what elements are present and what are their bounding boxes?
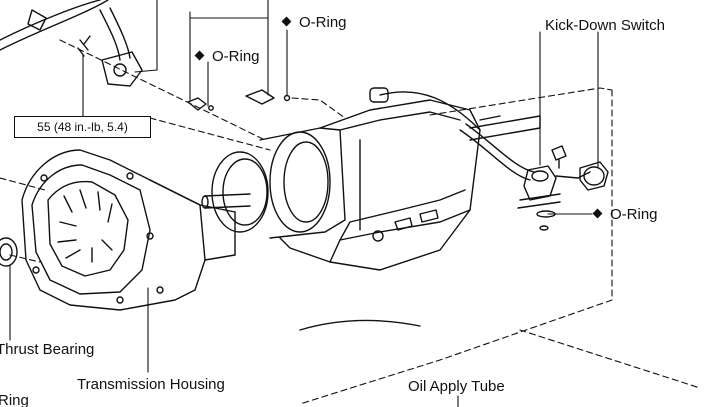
o-ring-label-right: O-Ring	[592, 206, 658, 223]
oil-apply-tube-drawing	[299, 319, 421, 331]
transmission-housing-label: Transmission Housing	[77, 376, 225, 393]
torque-spec-box: 55 (48 in.-lb, 5.4)	[14, 116, 151, 138]
pipe-fittings	[187, 89, 291, 111]
thrust-bearing-label: Thrust Bearing	[0, 341, 95, 358]
kick-down-switch-drawing	[459, 123, 609, 231]
transmission-body-drawing	[201, 87, 541, 271]
note-diamond-icon	[194, 50, 205, 61]
o-ring-label-top: O-Ring	[281, 14, 347, 31]
o-ring-label-left-text: O-Ring	[212, 48, 260, 65]
oil-apply-tube-label: Oil Apply Tube	[408, 378, 505, 395]
thrust-bearing-drawing	[0, 237, 18, 267]
bell-housing-drawing	[21, 149, 236, 311]
note-diamond-icon	[592, 208, 603, 219]
o-ring-label-right-text: O-Ring	[610, 206, 658, 223]
wiring-harness	[0, 0, 143, 87]
kick-down-switch-label: Kick-Down Switch	[545, 17, 666, 34]
leader-lines	[9, 0, 599, 407]
ring-label-partial: Ring	[0, 392, 29, 407]
dashed-reference-lines	[0, 39, 701, 405]
note-diamond-icon	[281, 16, 292, 27]
o-ring-label-top-text: O-Ring	[299, 14, 347, 31]
o-ring-label-left: O-Ring	[194, 48, 260, 65]
